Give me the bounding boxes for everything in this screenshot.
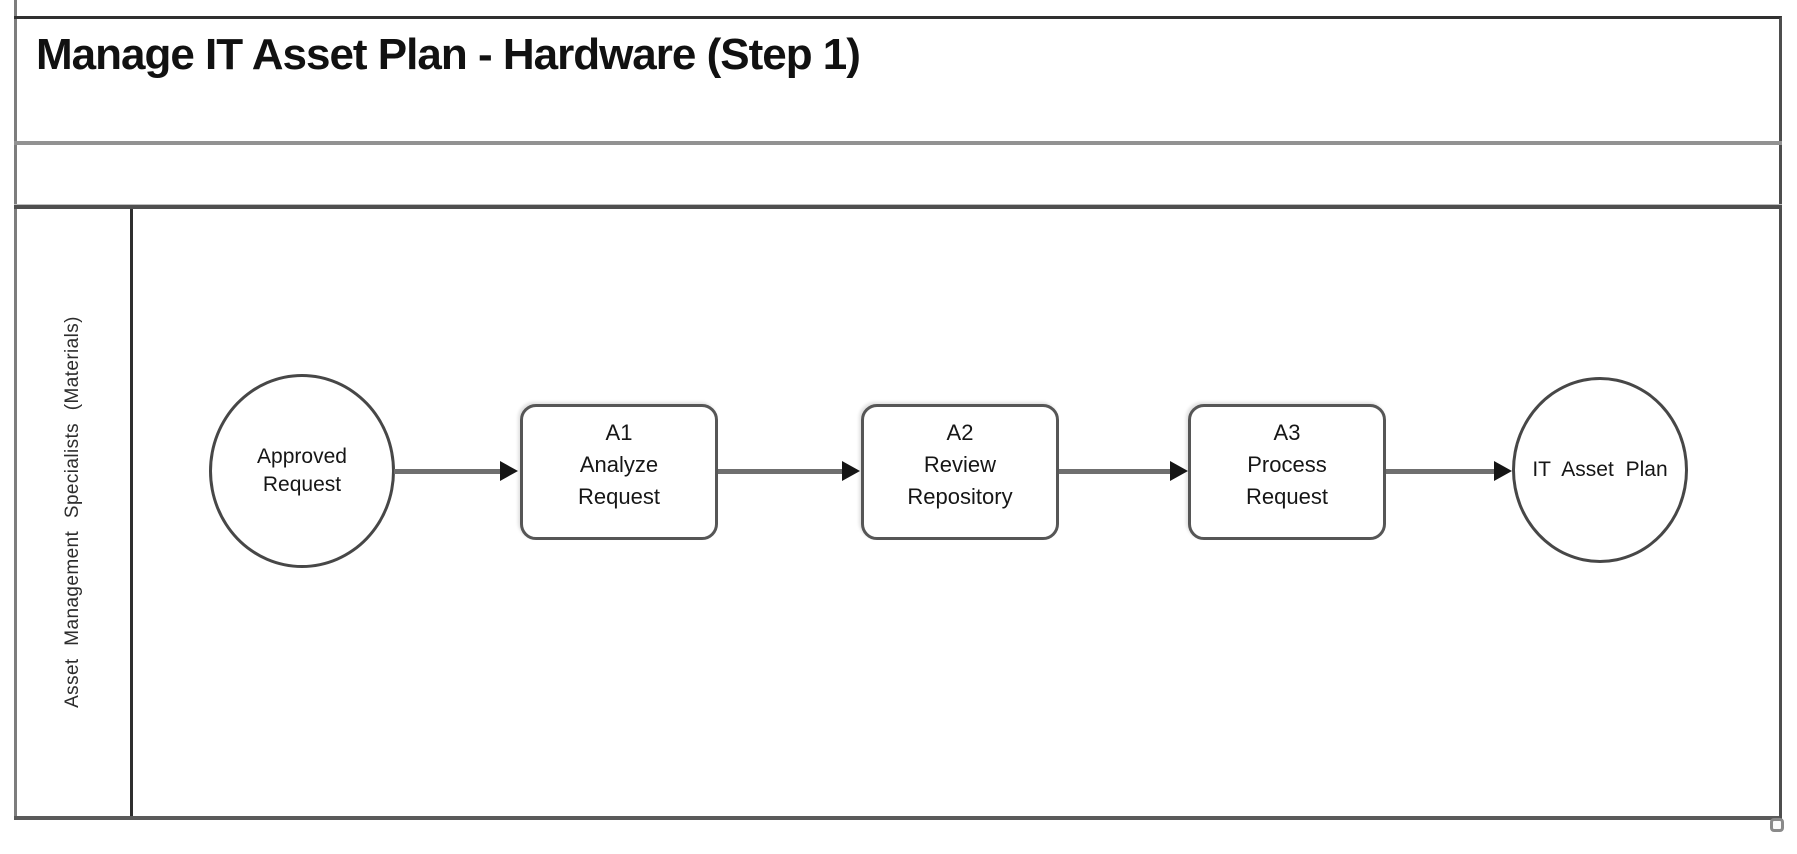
activity-name-line2: Request [578, 484, 660, 509]
activity-name-line2: Repository [907, 484, 1013, 509]
swimlane-divider [130, 209, 133, 816]
outer-left-border [14, 0, 17, 820]
arrowhead-icon [500, 461, 518, 481]
connector-a2-to-a3 [1059, 469, 1171, 474]
body-separator-line [14, 204, 1782, 209]
connector-start-to-a1 [394, 469, 501, 474]
end-node-label: IT Asset Plan [1532, 458, 1668, 481]
activity-name-line1: Review [923, 452, 997, 477]
activity-a2-review-repository[interactable]: A2 Review Repository [861, 404, 1059, 540]
activity-code: A1 [605, 420, 633, 445]
arrowhead-icon [1170, 461, 1188, 481]
start-node-approved-request[interactable]: Approved Request [209, 374, 395, 568]
start-node-label-line1: Approved [257, 445, 347, 468]
connector-a1-to-a2 [718, 469, 843, 474]
start-node-label-line2: Request [262, 473, 342, 496]
resize-handle[interactable] [1770, 818, 1784, 832]
diagram-outer-frame [14, 16, 1782, 820]
header-separator-line [14, 141, 1782, 145]
page-title: Manage IT Asset Plan - Hardware (Step 1) [36, 30, 861, 79]
arrowhead-icon [842, 461, 860, 481]
swimlane-label: Asset Management Specialists (Materials) [62, 316, 83, 708]
activity-name-line2: Request [1246, 484, 1328, 509]
activity-code: A3 [1273, 420, 1301, 445]
activity-code: A2 [946, 420, 974, 445]
connector-a3-to-end [1386, 469, 1495, 474]
end-node-it-asset-plan[interactable]: IT Asset Plan [1512, 377, 1688, 563]
activity-name-line1: Analyze [579, 452, 659, 477]
activity-a3-process-request[interactable]: A3 Process Request [1188, 404, 1386, 540]
arrowhead-icon [1494, 461, 1512, 481]
activity-name-line1: Process [1247, 452, 1327, 477]
activity-a1-analyze-request[interactable]: A1 Analyze Request [520, 404, 718, 540]
